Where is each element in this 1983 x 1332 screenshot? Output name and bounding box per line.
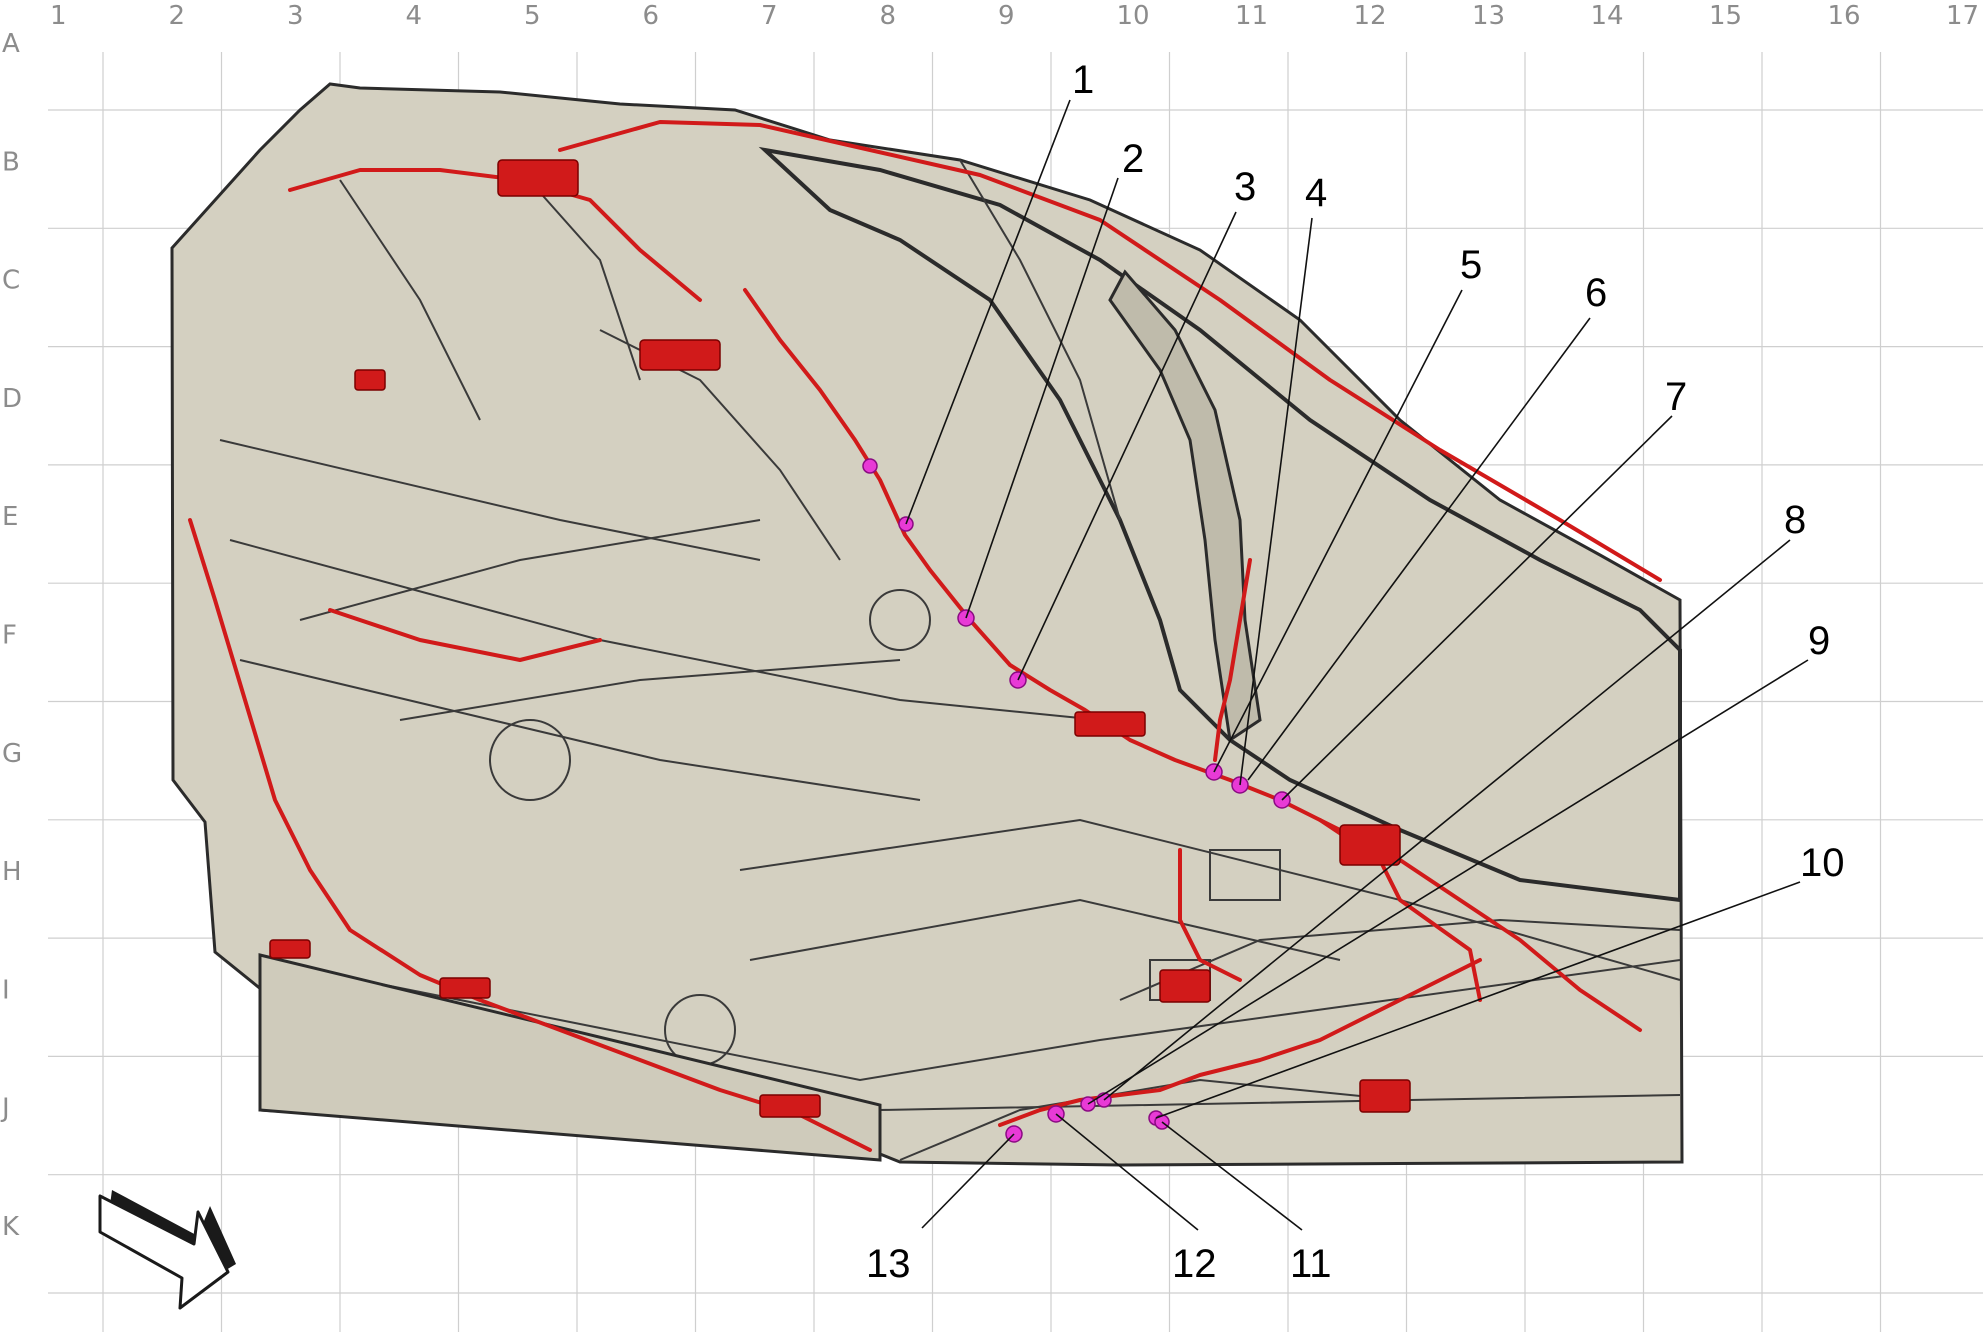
grid-row-label: F — [2, 621, 17, 651]
callout-3: 3 — [1234, 165, 1256, 209]
grid-row-label: G — [2, 739, 22, 769]
grid-row-label: J — [0, 1094, 10, 1124]
grid-row-label: D — [2, 384, 22, 414]
marker-7 — [862, 458, 878, 474]
callout-5: 5 — [1460, 243, 1482, 287]
harness-floor-run — [188, 518, 872, 1152]
grid-column-label: 4 — [406, 1, 423, 31]
harness-roof-rail — [558, 120, 1662, 582]
grid-row-label: L — [2, 1330, 17, 1332]
callout-10: 10 — [1800, 841, 1845, 885]
callout-leaders — [905, 99, 1809, 1231]
front-direction-arrow-icon — [98, 1190, 236, 1310]
harness-connectors — [269, 159, 1411, 1118]
callout-4: 4 — [1305, 171, 1327, 215]
grid-column-label: 9 — [998, 1, 1015, 31]
front-rail — [258, 953, 882, 1162]
wiring-harness — [188, 120, 1662, 1152]
callout-13: 13 — [866, 1242, 911, 1286]
grid-column-label: 14 — [1591, 1, 1624, 31]
grid-column-label: 17 — [1946, 1, 1979, 31]
grid-column-label: 12 — [1354, 1, 1387, 31]
callout-6: 6 — [1585, 271, 1607, 315]
grid-row-label: A — [2, 29, 20, 59]
callout-7: 7 — [1665, 375, 1687, 419]
grid-row-label: H — [2, 857, 22, 887]
grid-column-label: 5 — [524, 1, 541, 31]
callout-12: 12 — [1172, 1242, 1217, 1286]
callout-labels: 1 2 3 4 5 6 7 8 9 10 11 12 13 — [866, 58, 1845, 1286]
callout-11: 11 — [1290, 1242, 1332, 1286]
grid-row-label: E — [2, 502, 18, 532]
grid-column-label: 2 — [169, 1, 186, 31]
grid-column-label: 7 — [761, 1, 778, 31]
callout-8: 8 — [1784, 498, 1806, 542]
grid-row-label: C — [2, 266, 20, 296]
harness-front-crossover — [328, 608, 602, 662]
grid-column-label: 16 — [1828, 1, 1861, 31]
grid-row-label: I — [2, 975, 10, 1005]
grid-column-label: 1 — [50, 1, 67, 31]
grid-row-label: B — [2, 147, 20, 177]
grid-column-label: 10 — [1117, 1, 1150, 31]
vehicle-body — [170, 82, 1684, 1167]
harness-b-pillar-branch — [1213, 558, 1252, 762]
callout-2: 2 — [1122, 137, 1144, 181]
grid-column-label: 15 — [1709, 1, 1742, 31]
grid-row-label: K — [2, 1212, 20, 1242]
grid-column-label: 11 — [1235, 1, 1268, 31]
grid-row-labels: A B C D E F G H I J K L — [0, 29, 22, 1332]
harness-rocker-front — [998, 958, 1482, 1127]
grid-column-label: 13 — [1472, 1, 1505, 31]
callout-9: 9 — [1808, 619, 1830, 663]
callout-1: 1 — [1072, 58, 1094, 102]
grid-column-label: 8 — [880, 1, 897, 31]
grid-column-label: 6 — [643, 1, 660, 31]
grid-column-label: 3 — [287, 1, 304, 31]
harness-seat-branch — [1178, 848, 1242, 982]
